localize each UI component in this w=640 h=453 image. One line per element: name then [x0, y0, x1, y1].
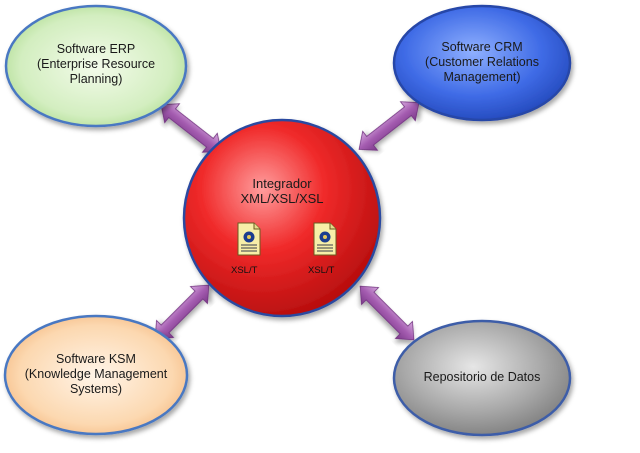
xsl-doc-label-right: XSL/T	[308, 265, 335, 276]
ksm-node	[3, 314, 189, 436]
integrator-subtitle: XML/XSL/XSL	[240, 191, 324, 206]
arrow-repo-center	[359, 285, 415, 341]
erp-title: Software ERP	[56, 42, 136, 56]
crm-title: Software CRM	[441, 40, 523, 54]
xsl-document-icon	[313, 222, 337, 256]
arrow-ksm-center	[154, 284, 210, 340]
erp-subtitle: (Enterprise Resource	[36, 57, 156, 71]
repo-node	[392, 319, 572, 437]
xsl-document-icon	[237, 222, 261, 256]
repo-label: Repositorio de Datos	[402, 370, 562, 385]
ksm-title: Software KSM	[56, 352, 136, 366]
integrator-title: Integrador	[252, 176, 312, 191]
crm-label: Software CRM (Customer Relations Managem…	[402, 40, 562, 85]
ksm-label: Software KSM (Knowledge Management Syste…	[11, 352, 181, 397]
erp-subtitle-2: Planning)	[69, 72, 123, 86]
repo-title: Repositorio de Datos	[423, 370, 541, 384]
arrow-crm-center	[358, 101, 420, 151]
crm-subtitle-2: Management)	[443, 70, 521, 84]
ksm-subtitle-2: Systems)	[69, 382, 123, 396]
ksm-subtitle: (Knowledge Management	[24, 367, 168, 381]
integrator-label: Integrador XML/XSL/XSL	[212, 176, 352, 206]
crm-node	[392, 4, 572, 122]
integrator-node	[182, 118, 382, 318]
xsl-doc-label-left: XSL/T	[231, 265, 258, 276]
erp-label: Software ERP (Enterprise Resource Planni…	[16, 42, 176, 87]
crm-subtitle: (Customer Relations	[425, 55, 539, 69]
erp-node	[4, 4, 188, 128]
